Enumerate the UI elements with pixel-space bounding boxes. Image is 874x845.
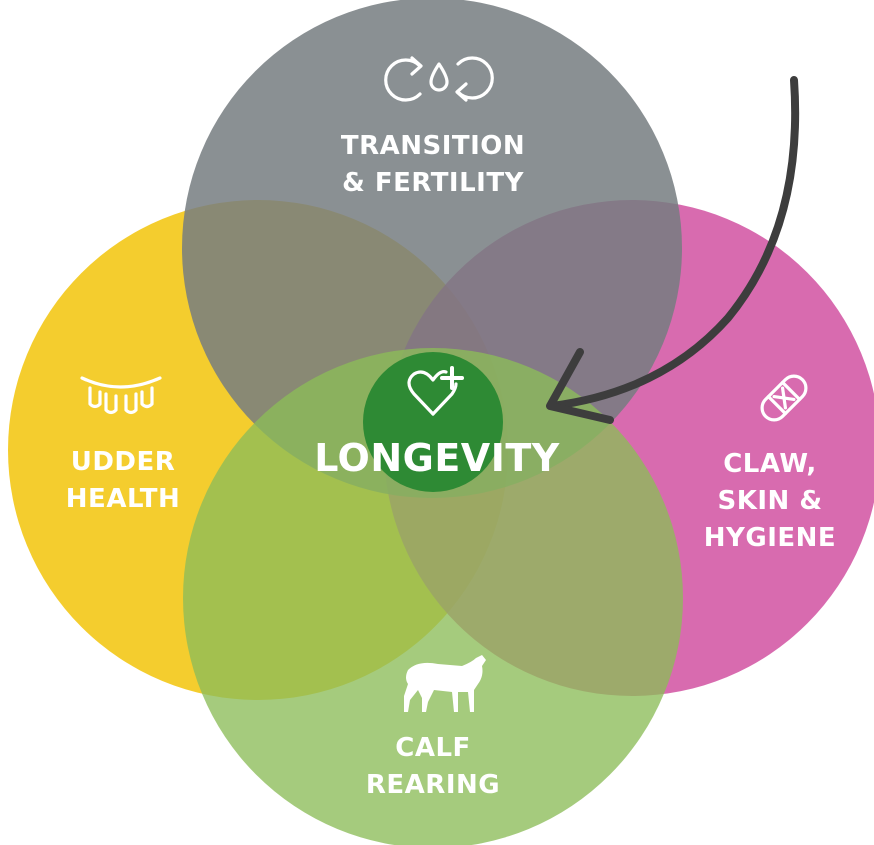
cycle-drop-icon	[384, 56, 494, 102]
longevity-label: LONGEVITY	[314, 436, 560, 480]
transition-fertility-label-line-1: TRANSITION	[341, 131, 525, 161]
claw-skin-hygiene-label-line-1: CLAW,	[723, 449, 817, 479]
bandage-icon	[760, 374, 808, 422]
udder-icon	[80, 376, 162, 415]
heart-plus-icon	[407, 366, 464, 416]
calf-icon	[404, 655, 486, 712]
udder-health-label-line-1: UDDER	[71, 447, 176, 477]
curved-arrow-icon	[546, 76, 800, 424]
calf-rearing-label-line-2: REARING	[366, 770, 500, 800]
udder-health-label-line-2: HEALTH	[66, 484, 180, 514]
calf-rearing-label-line-1: CALF	[395, 733, 471, 763]
claw-skin-hygiene-label-line-2: SKIN &	[717, 486, 822, 516]
claw-skin-hygiene-label-line-3: HYGIENE	[704, 523, 836, 553]
longevity-center-circle	[363, 352, 503, 492]
transition-fertility-label-line-2: & FERTILITY	[342, 168, 524, 198]
transition-fertility-circle	[182, 0, 682, 498]
calf-rearing-circle	[183, 348, 683, 845]
